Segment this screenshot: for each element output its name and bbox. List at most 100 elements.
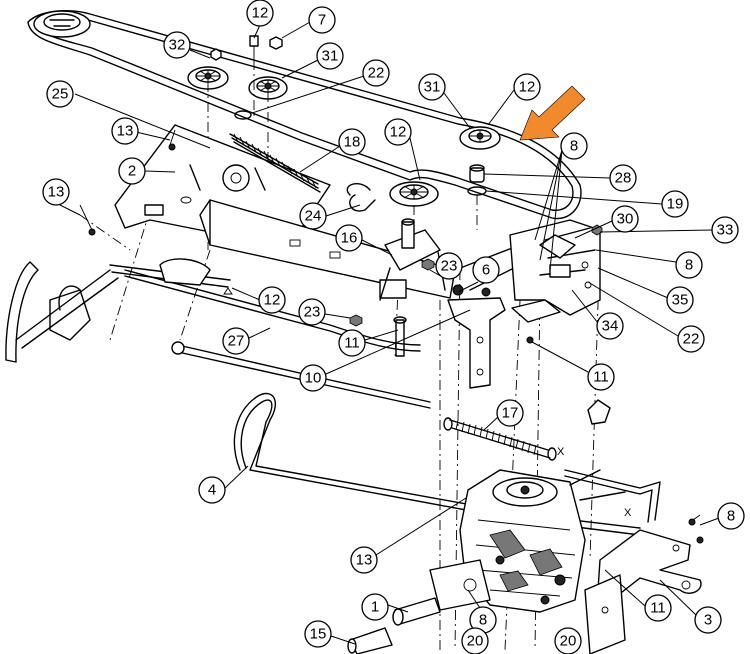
callout-label: 2 xyxy=(128,163,136,180)
callout-6: 6 xyxy=(472,256,500,284)
callout-label: 27 xyxy=(228,333,245,350)
callout-2: 2 xyxy=(118,157,146,185)
callout-label: 32 xyxy=(169,37,186,54)
callout-label: 17 xyxy=(502,405,519,422)
callout-12: 12 xyxy=(246,0,274,27)
pedal-arm xyxy=(5,258,231,363)
callout-11: 11 xyxy=(644,594,672,622)
callout-label: 33 xyxy=(717,222,734,239)
callout-label: 8 xyxy=(727,508,735,525)
callout-label: 25 xyxy=(52,86,69,103)
callout-label: 11 xyxy=(344,335,360,352)
callout-15: 15 xyxy=(304,620,332,648)
spacer-28 xyxy=(469,164,485,183)
callout-8: 8 xyxy=(560,132,588,160)
idler-pulley-center xyxy=(389,181,439,207)
knob xyxy=(587,399,611,425)
callout-7: 7 xyxy=(308,6,336,34)
callout-23: 23 xyxy=(298,298,326,326)
callout-13: 13 xyxy=(111,117,139,145)
callout-3: 3 xyxy=(694,606,722,634)
callout-label: 10 xyxy=(305,370,322,387)
callout-32: 32 xyxy=(163,31,191,59)
callout-label: 22 xyxy=(368,65,385,82)
callout-33: 33 xyxy=(711,216,739,244)
callout-10: 10 xyxy=(299,364,327,392)
callout-label: 12 xyxy=(252,5,269,22)
marker-x-upper: X xyxy=(557,446,565,458)
callout-25: 25 xyxy=(46,80,74,108)
axle-tube xyxy=(392,559,491,626)
callout-label: 15 xyxy=(310,626,327,643)
callout-13: 13 xyxy=(350,546,378,574)
callout-label: 20 xyxy=(560,633,577,650)
callout-8: 8 xyxy=(717,502,745,530)
callout-label: 35 xyxy=(672,292,689,309)
callout-18: 18 xyxy=(338,128,366,156)
callout-27: 27 xyxy=(222,327,250,355)
brake-rod-27 xyxy=(124,269,421,352)
callout-label: 13 xyxy=(48,184,65,201)
callout-label: 6 xyxy=(482,262,490,279)
callout-label: 1 xyxy=(371,599,379,616)
callout-label: 4 xyxy=(208,482,216,499)
callout-34: 34 xyxy=(596,312,624,340)
frame-rail xyxy=(199,199,541,299)
callout-11: 11 xyxy=(587,363,615,391)
idler-bracket-plate xyxy=(114,124,331,233)
callout-28: 28 xyxy=(609,164,637,192)
callout-22: 22 xyxy=(362,59,390,87)
callout-label: 8 xyxy=(685,257,693,274)
callout-label: 12 xyxy=(519,79,536,96)
callout-8: 8 xyxy=(675,251,703,279)
callout-label: 12 xyxy=(390,124,407,141)
callout-19: 19 xyxy=(661,190,689,218)
callout-12: 12 xyxy=(384,118,412,146)
bracket-3 xyxy=(584,529,702,654)
control-rod-4 xyxy=(233,392,641,536)
callout-12: 12 xyxy=(513,73,541,101)
callout-label: 34 xyxy=(602,318,619,335)
spring-17 xyxy=(443,417,557,461)
callout-label: 20 xyxy=(467,633,484,650)
callout-label: 28 xyxy=(615,170,632,187)
callout-label: 13 xyxy=(356,552,373,569)
transaxle xyxy=(459,469,626,613)
nut-7 xyxy=(269,36,283,50)
hook-rod: X X xyxy=(557,446,661,523)
callout-16: 16 xyxy=(335,224,363,252)
callout-label: 23 xyxy=(304,304,321,321)
callout-label: 18 xyxy=(344,134,361,151)
pointer-arrow xyxy=(519,85,586,141)
callout-20: 20 xyxy=(461,627,489,654)
marker-x-lower: X xyxy=(624,507,632,519)
bolt-8-right xyxy=(688,514,704,544)
callout-label: 23 xyxy=(441,258,458,275)
callout-17: 17 xyxy=(496,399,524,427)
callout-label: 30 xyxy=(617,211,634,228)
callout-label: 31 xyxy=(424,79,441,96)
bracket-10 xyxy=(447,297,506,389)
callout-label: 16 xyxy=(341,230,358,247)
link-rod-lower xyxy=(171,341,431,409)
callout-30: 30 xyxy=(611,205,639,233)
callout-12: 12 xyxy=(258,286,286,314)
bracket-24 xyxy=(346,182,376,212)
idler-pulley-32 xyxy=(187,66,229,90)
rear-bracket xyxy=(509,219,601,323)
callout-label: 24 xyxy=(305,208,322,225)
callout-35: 35 xyxy=(666,286,694,314)
callout-label: 31 xyxy=(322,48,339,65)
callout-24: 24 xyxy=(299,202,327,230)
callout-31: 31 xyxy=(418,73,446,101)
callout-23: 23 xyxy=(435,252,463,280)
engine-pulley xyxy=(33,10,91,38)
callout-31: 31 xyxy=(316,42,344,70)
axle-shaft-15 xyxy=(347,627,393,654)
callout-1: 1 xyxy=(361,593,389,621)
callout-13: 13 xyxy=(42,178,70,206)
callout-label: 8 xyxy=(570,138,578,155)
callout-20: 20 xyxy=(554,627,582,654)
spring-18 xyxy=(229,133,321,193)
